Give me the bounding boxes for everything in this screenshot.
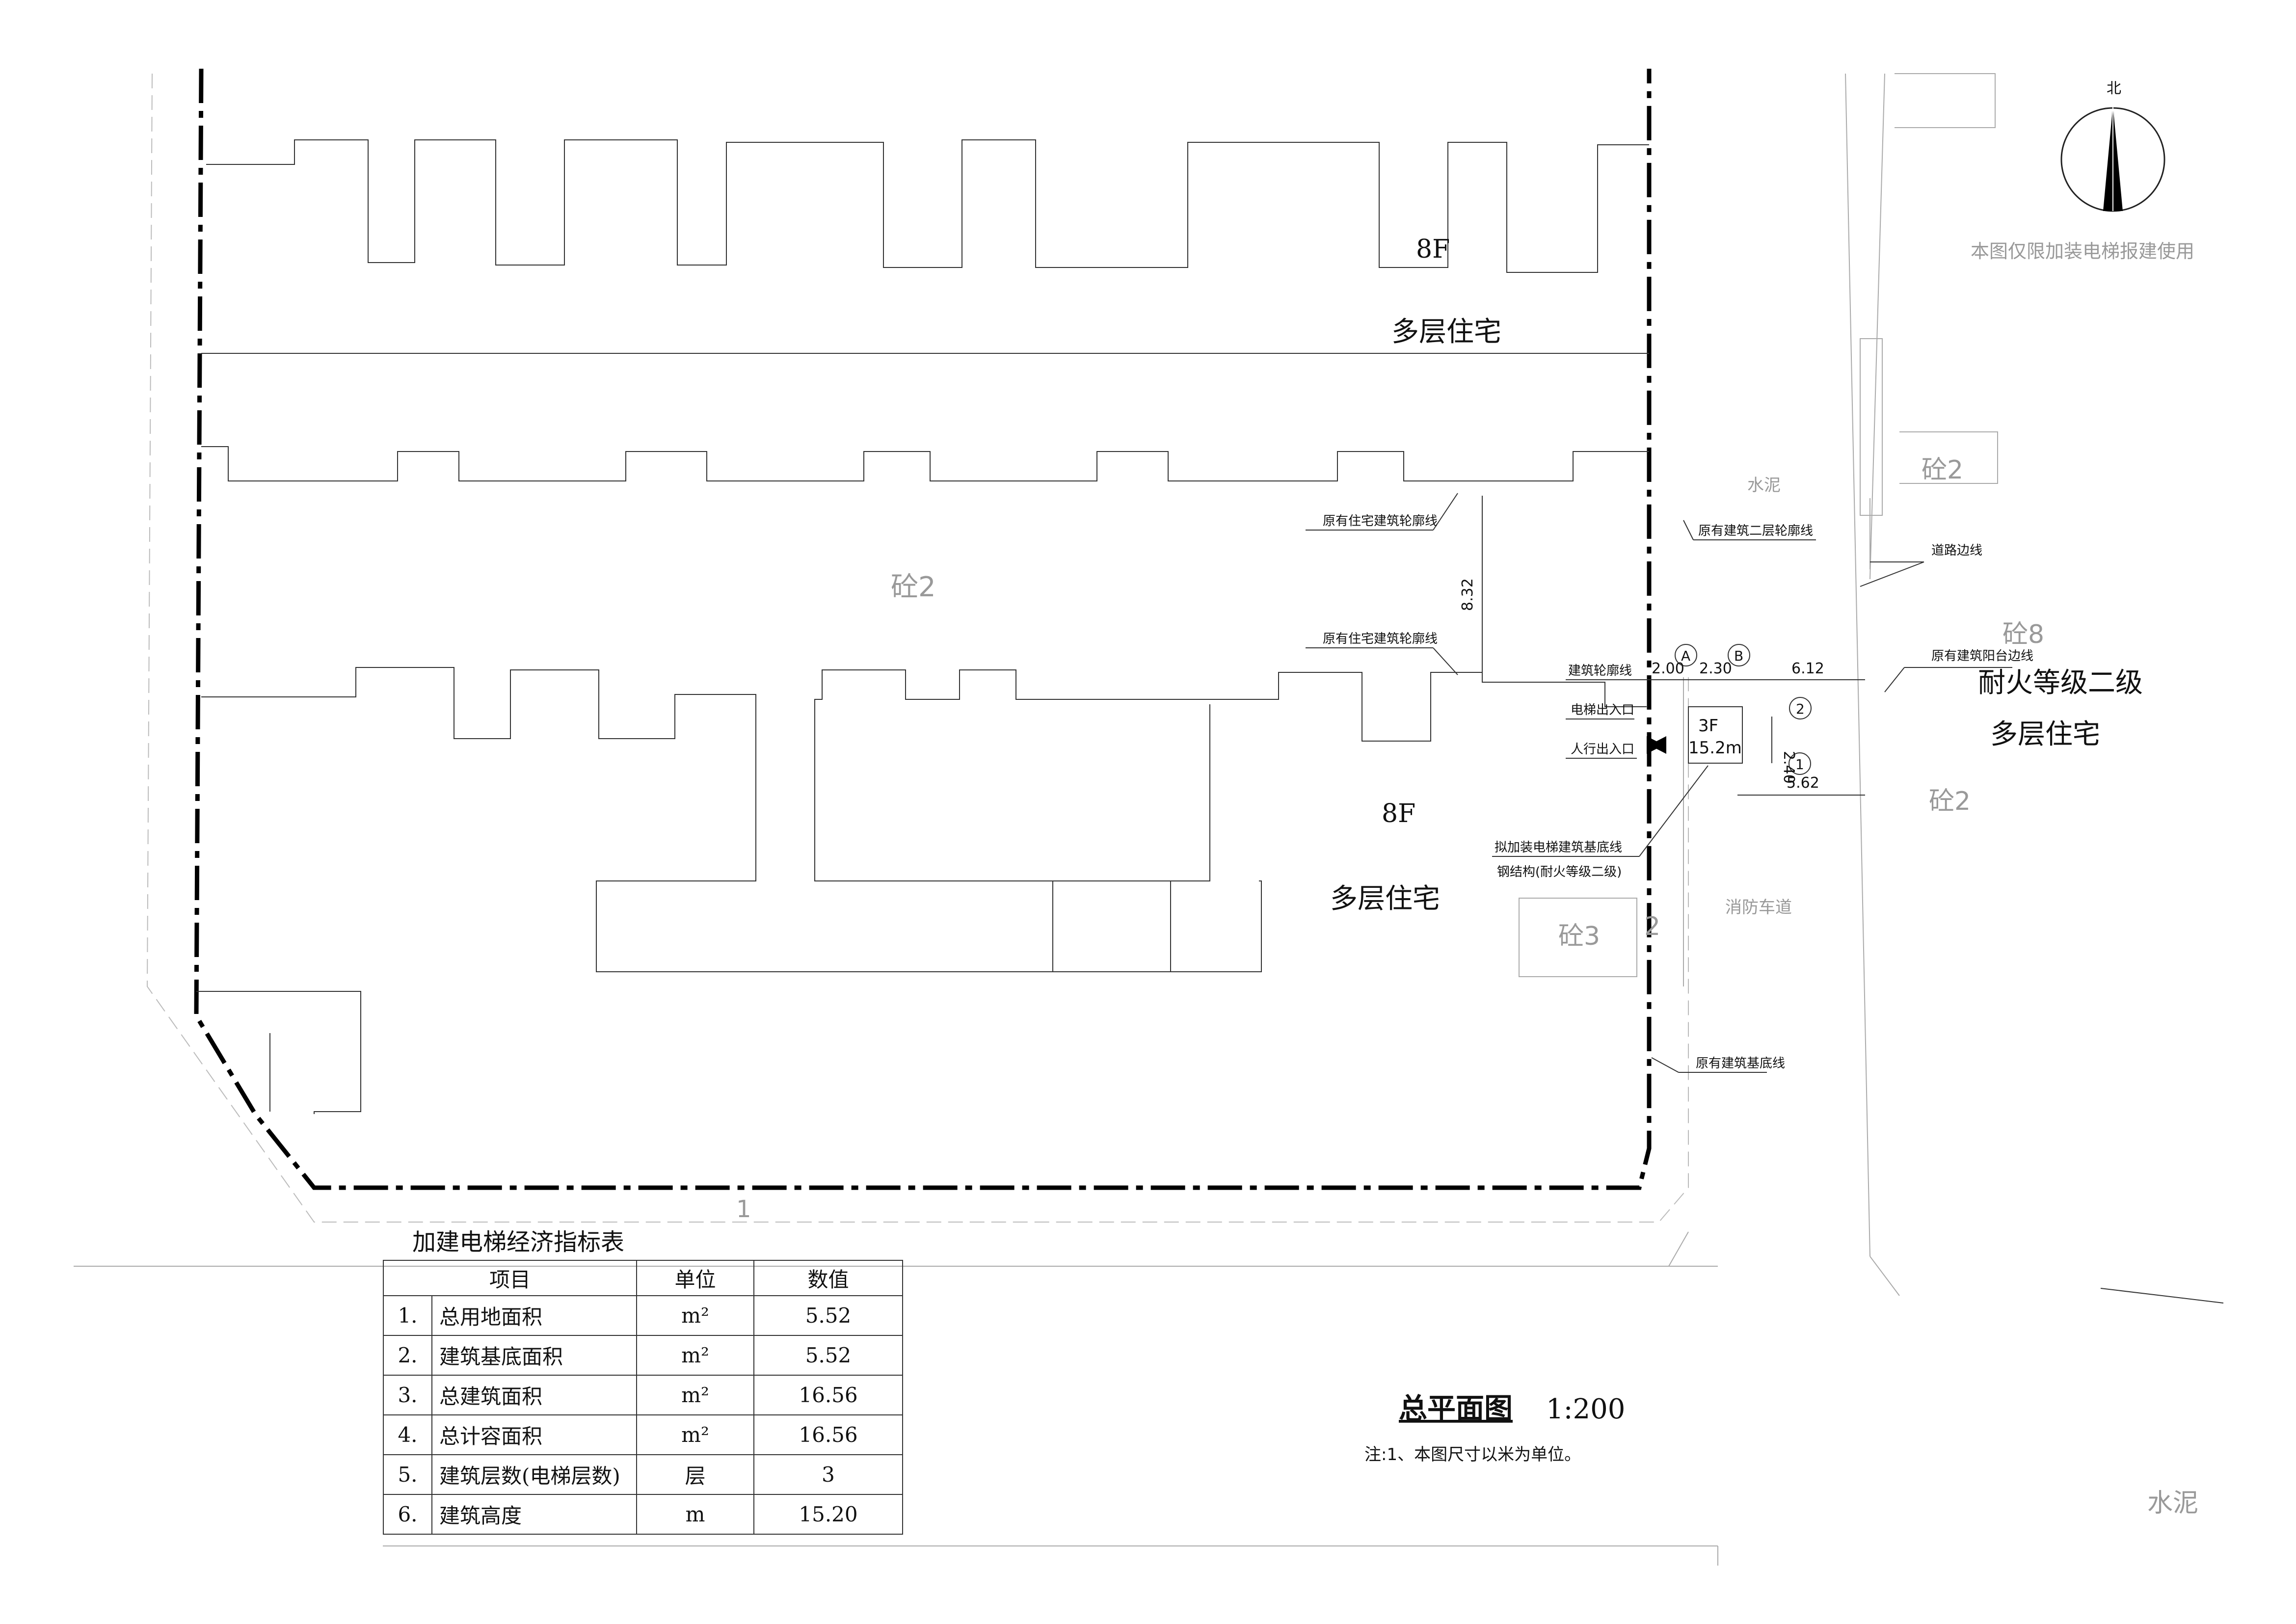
row-value: 5.52 xyxy=(753,1335,903,1376)
drawing-title: 总平面图 xyxy=(1399,1392,1513,1425)
building-middle xyxy=(201,446,1649,481)
axis-1-label: 1 xyxy=(1795,756,1804,772)
fire-lane-label: 消防车道 xyxy=(1725,898,1792,917)
row-index: 6. xyxy=(383,1494,432,1535)
row-unit: 层 xyxy=(636,1454,754,1495)
callout-new-base: 拟加装电梯建筑基底线 xyxy=(1495,840,1622,855)
drawing-scale: 1:200 xyxy=(1546,1393,1625,1425)
building-label-mid: 多层住宅 xyxy=(1330,883,1440,915)
building-label-right: 多层住宅 xyxy=(1990,719,2100,750)
row-item: 总建筑面积 xyxy=(431,1375,637,1415)
header-value: 数值 xyxy=(753,1260,903,1296)
row-index: 2. xyxy=(383,1335,432,1376)
row-value: 16.56 xyxy=(753,1375,903,1415)
row-item: 总用地面积 xyxy=(431,1295,637,1336)
table-header-row: 项目 单位 数值 xyxy=(383,1260,903,1296)
axis-2-label: 2 xyxy=(1796,701,1805,717)
row-item: 建筑层数(电梯层数) xyxy=(431,1454,637,1495)
building-lower xyxy=(196,667,1647,1114)
cement-label-bottom: 水泥 xyxy=(2147,1489,2198,1518)
callout-outline-1: 原有住宅建筑轮廓线 xyxy=(1323,514,1438,529)
callout-balcony: 原有建筑阳台边线 xyxy=(1931,649,2033,664)
row-item: 建筑基底面积 xyxy=(431,1335,637,1376)
callout-steel: 钢结构(耐火等级二级) xyxy=(1497,865,1622,879)
paving-right-low: 砼2 xyxy=(1929,787,1971,816)
elevator-height: 15.2m xyxy=(1688,738,1742,758)
site-boundary-dashed xyxy=(146,73,1689,1223)
floors-label-mid: 8F xyxy=(1382,799,1415,828)
dimension-240: 2.40 xyxy=(1780,751,1797,784)
elevator-floors: 3F xyxy=(1698,716,1718,736)
row-item: 建筑高度 xyxy=(431,1494,637,1535)
elevator-addition xyxy=(1482,496,1865,796)
building-top xyxy=(201,139,1649,354)
table-title: 加建电梯经济指标表 xyxy=(412,1228,625,1256)
row-index: 1. xyxy=(383,1295,432,1336)
dimension-612: 6.12 xyxy=(1791,660,1824,677)
row-unit: m² xyxy=(636,1335,754,1376)
north-label: 北 xyxy=(2107,80,2121,97)
row-item: 总计容面积 xyxy=(431,1414,637,1455)
callout-original-base: 原有建筑基底线 xyxy=(1696,1056,1785,1071)
north-arrow-icon xyxy=(2060,106,2165,212)
paving-right-8: 砼8 xyxy=(2002,620,2044,649)
callout-pedestrian-exit: 人行出入口 xyxy=(1571,742,1634,757)
property-line xyxy=(194,68,1652,1190)
row-unit: m² xyxy=(636,1295,754,1336)
drawing-note: 注:1、本图尺寸以米为单位。 xyxy=(1364,1445,1581,1464)
paving-left-3: 砼3 xyxy=(1558,922,1600,951)
axis-b-label: B xyxy=(1734,648,1743,664)
callout-outline-2: 原有住宅建筑轮廓线 xyxy=(1323,632,1438,646)
paving-right-top: 砼2 xyxy=(1922,455,1963,485)
callout-building-outline: 建筑轮廓线 xyxy=(1568,664,1632,678)
dimension-832: 8.32 xyxy=(1459,578,1476,611)
row-index: 4. xyxy=(383,1414,432,1455)
axis-a-label: A xyxy=(1681,648,1690,664)
row-index: 5. xyxy=(383,1454,432,1495)
row-index: 3. xyxy=(383,1375,432,1415)
row-value: 16.56 xyxy=(753,1414,903,1455)
dimension-230: 2.30 xyxy=(1699,660,1732,677)
row-unit: m² xyxy=(636,1414,754,1455)
cement-label-top: 水泥 xyxy=(1747,476,1781,495)
leader-lines xyxy=(1306,493,2224,1304)
fire-rating-label: 耐火等级二级 xyxy=(1978,667,2143,699)
building-label-top: 多层住宅 xyxy=(1391,316,1501,348)
paving-number-2: 2 xyxy=(1644,912,1660,941)
dimension-200: 2.00 xyxy=(1652,660,1684,677)
row-unit: m² xyxy=(636,1375,754,1415)
callout-road-edge: 道路边线 xyxy=(1931,543,1982,558)
row-value: 15.20 xyxy=(753,1494,903,1535)
row-unit: m xyxy=(636,1494,754,1535)
row-value: 3 xyxy=(753,1454,903,1495)
paving-label: 砼2 xyxy=(891,571,936,603)
paving-number-1: 1 xyxy=(736,1196,751,1223)
header-unit: 单位 xyxy=(636,1260,754,1296)
callout-second-floor: 原有建筑二层轮廓线 xyxy=(1698,524,1813,538)
floors-label-top: 8F xyxy=(1416,235,1450,264)
paving-areas xyxy=(1519,73,1998,977)
header-item: 项目 xyxy=(383,1260,637,1296)
usage-note: 本图仅限加装电梯报建使用 xyxy=(1971,240,2194,262)
row-value: 5.52 xyxy=(753,1295,903,1336)
callout-elevator-exit: 电梯出入口 xyxy=(1571,703,1634,718)
dimension-562: 5.62 xyxy=(1787,774,1819,792)
